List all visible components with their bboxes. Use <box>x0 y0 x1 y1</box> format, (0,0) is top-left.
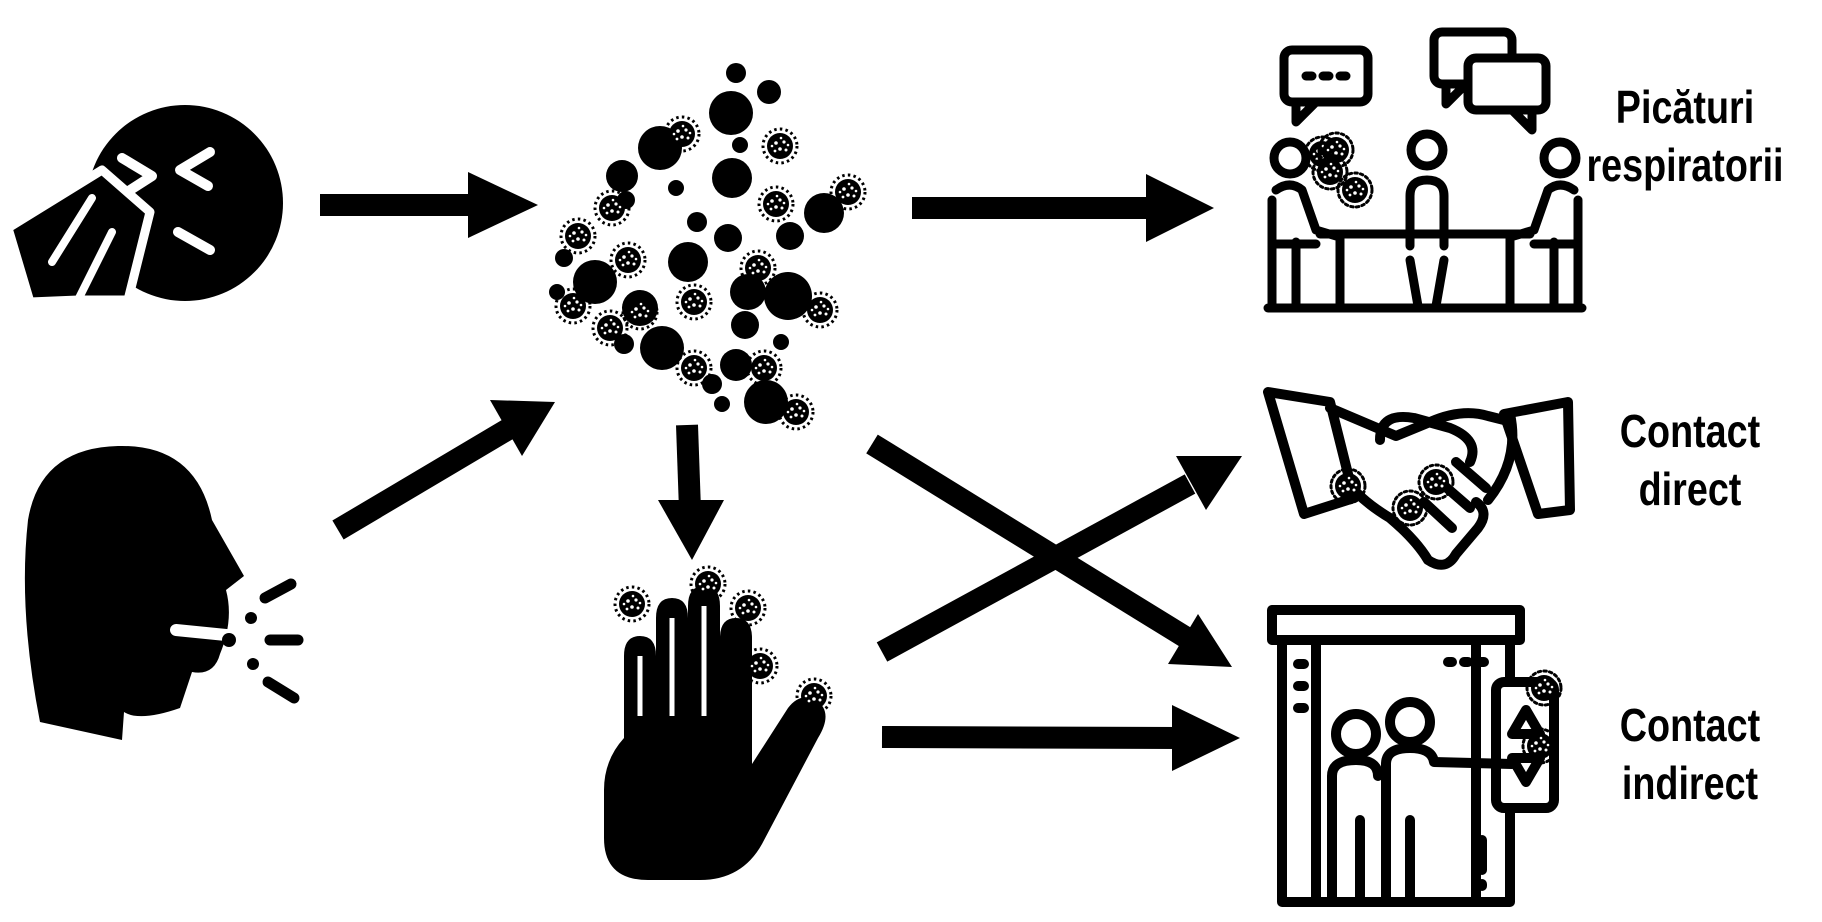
sneeze-tissue-face-icon <box>3 105 283 307</box>
label-line: Contact <box>1619 699 1761 751</box>
label-line: direct <box>1638 463 1742 515</box>
arrow-hand-to-indirect <box>881 705 1240 771</box>
coughing-head-icon <box>24 445 304 740</box>
arrow-droplets-to-respiratory <box>912 174 1214 242</box>
arrow-cough-to-droplets <box>332 400 555 540</box>
arrow-droplets-to-indirect <box>866 434 1232 667</box>
label-line: indirect <box>1621 757 1759 809</box>
transmission-arrows <box>320 172 1242 771</box>
virus-droplet-cloud-icon <box>549 63 867 431</box>
label-line: Contact <box>1619 405 1761 457</box>
arrow-droplets-to-hand <box>658 424 724 560</box>
people-talking-at-table-icon <box>1263 27 1587 313</box>
label-respiratory-droplets: Picături respiratorii <box>1566 78 1804 194</box>
handshake-icon <box>1263 387 1575 570</box>
label-direct-contact: Contact direct <box>1588 402 1793 518</box>
label-line: respiratorii <box>1586 139 1784 191</box>
arrow-sneeze-to-droplets <box>320 172 538 238</box>
label-line: Picături <box>1615 81 1755 133</box>
elevator-button-icon <box>1267 605 1563 907</box>
label-indirect-contact: Contact indirect <box>1588 696 1793 812</box>
arrow-hand-to-direct <box>876 456 1242 662</box>
contaminated-hand-icon <box>604 565 833 880</box>
